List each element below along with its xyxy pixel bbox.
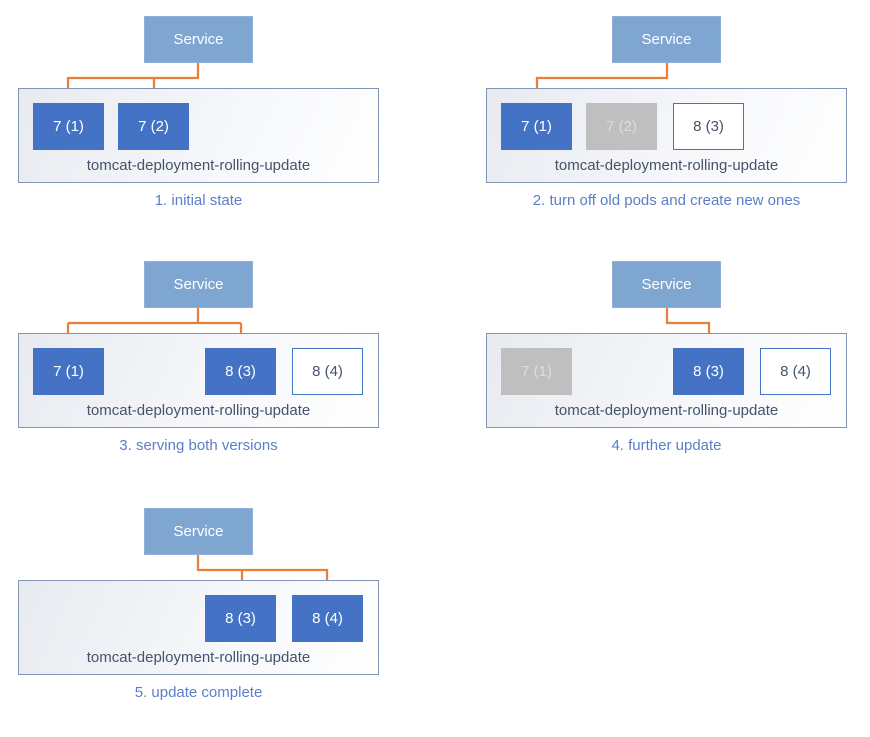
- deployment-label: tomcat-deployment-rolling-update: [86, 649, 311, 666]
- stage-caption: 2. turn off old pods and create new ones: [532, 192, 801, 209]
- panel-turn-off-old-pods: Service tomcat-deployment-rolling-update…: [468, 0, 868, 240]
- pod-7-1: 7 (1): [501, 348, 572, 395]
- deployment-label: tomcat-deployment-rolling-update: [554, 157, 779, 174]
- service-box: Service: [612, 261, 721, 308]
- pod-7-1: 7 (1): [501, 103, 572, 150]
- pod-8-3: 8 (3): [205, 595, 276, 642]
- panel-initial-state: Service tomcat-deployment-rolling-update…: [0, 0, 400, 240]
- deployment-label: tomcat-deployment-rolling-update: [86, 402, 311, 419]
- pod-8-4: 8 (4): [760, 348, 831, 395]
- pod-7-1: 7 (1): [33, 348, 104, 395]
- service-box: Service: [144, 16, 253, 63]
- service-box: Service: [144, 508, 253, 555]
- pod-7-2: 7 (2): [118, 103, 189, 150]
- pod-8-4: 8 (4): [292, 348, 363, 395]
- stage-caption: 1. initial state: [154, 192, 243, 209]
- pod-8-3: 8 (3): [673, 103, 744, 150]
- deployment-label: tomcat-deployment-rolling-update: [86, 157, 311, 174]
- pod-8-4: 8 (4): [292, 595, 363, 642]
- panel-serving-both-versions: Service tomcat-deployment-rolling-update…: [0, 245, 400, 485]
- pod-8-3: 8 (3): [673, 348, 744, 395]
- pod-7-2: 7 (2): [586, 103, 657, 150]
- stage-caption: 3. serving both versions: [119, 437, 278, 454]
- stage-caption: 5. update complete: [134, 684, 263, 701]
- service-box: Service: [612, 16, 721, 63]
- panel-further-update: Service tomcat-deployment-rolling-update…: [468, 245, 868, 485]
- deployment-label: tomcat-deployment-rolling-update: [554, 402, 779, 419]
- pod-7-1: 7 (1): [33, 103, 104, 150]
- service-box: Service: [144, 261, 253, 308]
- pod-8-3: 8 (3): [205, 348, 276, 395]
- stage-caption: 4. further update: [611, 437, 722, 454]
- panel-update-complete: Service tomcat-deployment-rolling-update…: [0, 492, 400, 732]
